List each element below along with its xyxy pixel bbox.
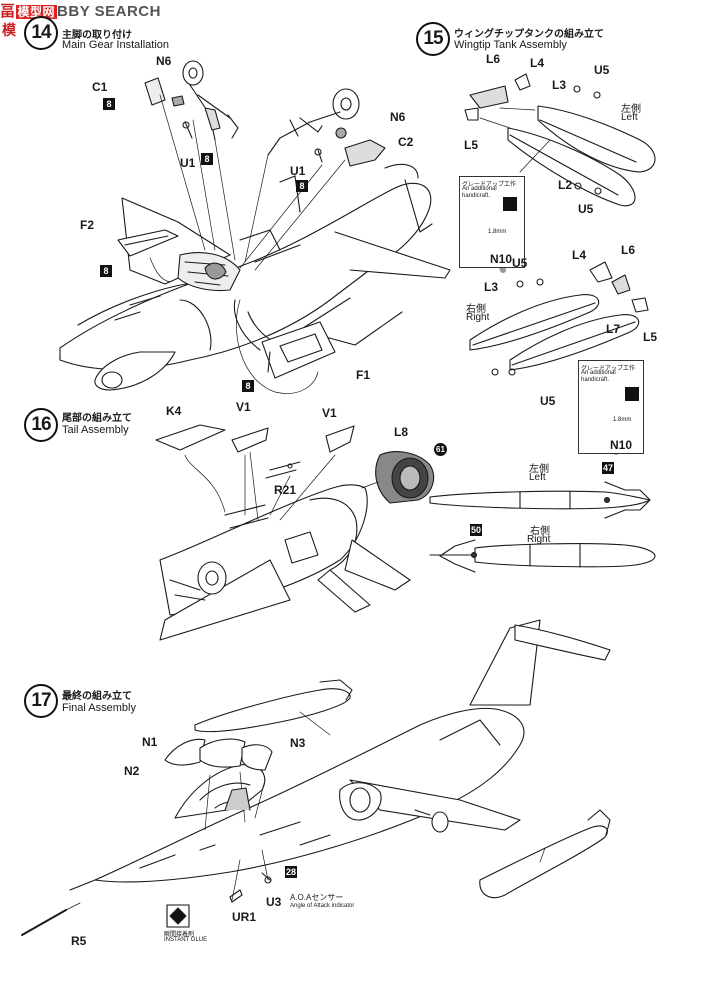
part-label-l8: L8 [394,425,409,439]
part-label-v1: V1 [236,400,251,414]
step-17-title-en: Final Assembly [62,702,136,714]
glue-note-jp: 瞬間接着剤 [164,932,195,938]
step-14-number: 14 [24,16,58,50]
fuselage-step14 [60,164,450,390]
part-label-u5: U5 [540,394,556,408]
paint-tag: 61 [434,443,447,456]
upgrade-note-en2: handicraft. [581,377,610,383]
size-note: 1.8mm [488,229,507,235]
part-label-n2: N2 [124,764,140,778]
part-label-k4: K4 [166,404,182,418]
upgrade-note-box: グレードアップ工作 An additional handicraft. 1.8m… [459,176,525,268]
part-label-f2: F2 [80,218,95,232]
upgrade-note-jp: グレードアップ工作 [581,366,636,372]
watermark-text: BBY SEARCH [57,3,161,20]
size-note: 1.8mm [613,417,632,423]
watermark-alt: 模 [2,22,16,38]
tank-side-en: Right [527,534,551,545]
aoa-note-jp: A.O.Aセンサー [290,893,344,902]
paint-tag: 8 [100,265,112,277]
step-16-number: 16 [24,408,58,442]
part-label-l5: L5 [643,330,658,344]
tank-side-en: Left [529,472,546,483]
step-16-title-jp: 尾部の組み立て [62,413,132,424]
glue-note-en: INSTANT GLUE [164,937,208,943]
part-label-n1: N1 [142,735,158,749]
tank-side-en: Right [466,312,490,323]
aoa-note-en: Angle of Attack indicator [290,903,355,909]
part-label-u3: U3 [266,895,282,909]
step-15-title-en: Wingtip Tank Assembly [454,39,567,51]
instant-glue-icon [167,905,189,927]
tail-assembly [156,425,434,640]
part-label-u1: U1 [290,164,306,178]
paint-tag: 8 [242,380,254,392]
tank-side-jp: 右側 [530,526,550,537]
drill-icon [503,197,517,211]
paint-tag: 28 [285,866,297,878]
part-label-u1: U1 [180,156,196,170]
part-label-ur1: UR1 [232,910,257,924]
upgrade-note-en2: handicraft. [462,193,491,199]
paint-tag: 8 [103,98,115,110]
part-label-c1: C1 [92,80,108,94]
part-label-l3: L3 [484,280,499,294]
upgrade-note-box: グレードアップ工作 An additional handicraft. 1.8m… [578,360,644,454]
part-label-n10: N10 [610,438,633,452]
step-14-title-jp: 主脚の取り付け [62,30,132,41]
part-label-r21: R21 [274,483,297,497]
part-label-v1: V1 [322,406,337,420]
part-label-f1: F1 [356,368,371,382]
part-label-r5: R5 [71,934,87,948]
part-label-l4: L4 [530,56,545,70]
part-label-l6: L6 [621,243,636,257]
wingtip-tanks [465,74,655,375]
paint-tag: 8 [296,180,308,192]
part-label-u5: U5 [578,202,594,216]
paint-tag: 8 [201,153,213,165]
part-label-n3: N3 [290,736,306,750]
part-label-n6: N6 [156,54,172,68]
part-label-c2: C2 [398,135,414,149]
part-label-l2: L2 [558,178,573,192]
part-label-l3: L3 [552,78,567,92]
part-label-n6: N6 [390,110,406,124]
tank-side-jp: 左側 [621,104,641,115]
part-label-u5: U5 [512,256,528,270]
step-17-title-jp: 最終の組み立て [62,691,132,702]
part-label-l4: L4 [572,248,587,262]
part-label-l7: L7 [606,322,621,336]
final-aircraft [22,620,610,935]
watermark-highlight: 模型网 [15,5,58,19]
part-label-u5: U5 [594,63,610,77]
step-17-number: 17 [24,684,58,718]
part-label-l5: L5 [464,138,479,152]
step-16-title-en: Tail Assembly [62,424,129,436]
gear-parts [118,61,385,394]
part-label-n10: N10 [490,252,513,266]
step-14-title-en: Main Gear Installation [62,39,169,51]
tank-profiles [430,482,655,572]
tank-side-jp: 左側 [529,464,549,475]
paint-tag: 50 [470,524,482,536]
tank-side-jp: 右側 [466,304,486,315]
upgrade-note-jp: グレードアップ工作 [462,182,517,188]
tank-side-en: Left [621,112,638,123]
drill-icon [625,387,639,401]
watermark-prefix: 畐 [0,3,16,20]
paint-tag: 47 [602,462,614,474]
step-15-number: 15 [416,22,450,56]
part-label-l6: L6 [486,52,501,66]
step-15-title-jp: ウィングチップタンクの組み立て [454,29,604,40]
upgrade-note-en1: An additional [581,370,616,376]
upgrade-note-en1: An additional [462,186,497,192]
